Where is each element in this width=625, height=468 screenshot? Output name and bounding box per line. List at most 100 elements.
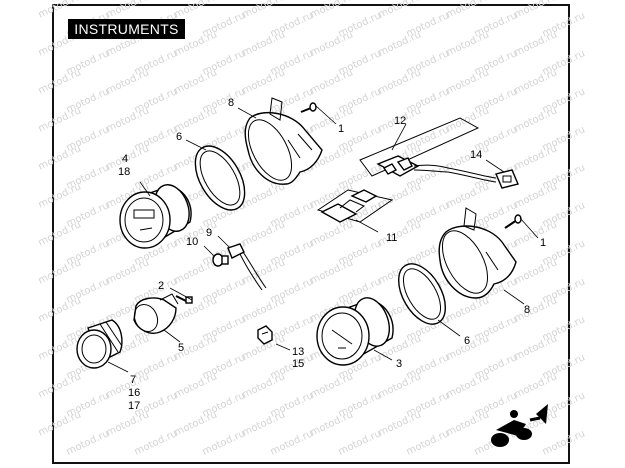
watermark-text: motod.ru <box>173 257 219 286</box>
callout-4: 4 <box>122 153 128 165</box>
part-13-small-clip <box>257 325 273 345</box>
callout-15: 15 <box>292 358 304 370</box>
watermark-text: motod.ru <box>445 67 491 96</box>
part-1-screw-upper <box>300 102 317 113</box>
watermark-text: motod.ru <box>173 67 219 96</box>
callout-12: 12 <box>394 115 406 127</box>
watermark-text: motod.ru <box>377 219 423 248</box>
part-4-speedometer-gauge <box>119 184 192 249</box>
watermark-text: motod.ru <box>445 409 491 438</box>
callout-17: 17 <box>128 400 140 412</box>
watermark-text: motod.ru <box>241 257 287 286</box>
watermark-text: motod.ru <box>37 295 83 324</box>
watermark-text: motod.ru <box>377 29 423 58</box>
watermark-text: motod.ru <box>513 67 559 96</box>
watermark-text: motod.ru <box>513 295 559 324</box>
part-8-gauge-housing-upper <box>244 97 323 185</box>
part-3-tachometer-gauge <box>316 297 394 366</box>
watermark-text: motod.ru <box>65 428 111 457</box>
watermark-text: motod.ru <box>445 181 491 210</box>
watermark-text: motod.ru <box>513 219 559 248</box>
watermark-text: motod.ru <box>37 257 83 286</box>
part-2-screw <box>175 295 193 304</box>
callout-3: 3 <box>396 358 402 370</box>
watermark-text: motod.ru <box>309 0 355 21</box>
part-6-seal-ring-lower <box>397 263 447 325</box>
watermark-text: motod.ru <box>513 29 559 58</box>
callout-10: 10 <box>186 236 198 248</box>
watermark-text: motod.ru <box>241 0 287 21</box>
watermark-text: motod.ru <box>377 409 423 438</box>
callout-7: 7 <box>130 374 136 386</box>
watermark-text: motod.ru <box>37 371 83 400</box>
part-6-seal-ring-upper-inner <box>199 150 241 206</box>
watermark-text: motod.ru <box>377 67 423 96</box>
callout-18: 18 <box>118 166 130 178</box>
watermark-text: motod.ru <box>445 371 491 400</box>
watermark-text: motod.ru <box>241 409 287 438</box>
watermark-text: motod.ru <box>133 428 179 457</box>
watermark-text: motod.ru <box>445 29 491 58</box>
watermark-text: motod.ru <box>241 219 287 248</box>
watermark-text: motod.ru <box>513 0 559 21</box>
watermark-text: motod.ru <box>309 219 355 248</box>
watermark-text: motod.ru <box>445 0 491 21</box>
part-11-connector-clip <box>316 189 394 223</box>
leader-lines <box>107 105 539 373</box>
part-1-screw-lower <box>504 214 522 229</box>
watermark-text: motod.ru <box>173 371 219 400</box>
callout-16: 16 <box>128 387 140 399</box>
watermark-text: motod.ru <box>513 371 559 400</box>
watermark-text: motod.ru <box>405 428 451 457</box>
watermark-layer: motod.ru motod.ru motod.ru motod.ru motod.ru… <box>37 0 587 458</box>
watermark-text: motod.ru <box>173 409 219 438</box>
watermark-text: motod.ru <box>377 0 423 21</box>
callout-6-lower: 6 <box>464 335 470 347</box>
watermark-text: motod.ru <box>445 105 491 134</box>
part-14-plug-connector <box>495 169 519 189</box>
watermark-text: motod.ru <box>105 409 151 438</box>
callout-9: 9 <box>206 227 212 239</box>
watermark-text: motod.ru <box>513 257 559 286</box>
motorcycle-rider-logo-icon <box>491 404 548 447</box>
callout-1-lower: 1 <box>540 237 546 249</box>
watermark-text: motod.ru <box>445 295 491 324</box>
watermark-text: motod.ru <box>105 105 151 134</box>
watermark-text: motod.ru <box>309 29 355 58</box>
watermark-text: motod.ru <box>309 371 355 400</box>
watermark-text: motod.ru <box>37 105 83 134</box>
watermark-text: motod.ru <box>37 219 83 248</box>
watermark-text: motod.ru <box>241 67 287 96</box>
callout-2: 2 <box>158 280 164 292</box>
watermark-text: motod.ru <box>37 0 83 21</box>
watermark-text: motod.ru <box>337 428 383 457</box>
watermark-text: motod.ru <box>241 295 287 324</box>
watermark-text: motod.ru <box>513 181 559 210</box>
watermark-text: motod.ru <box>37 181 83 210</box>
callout-5: 5 <box>178 342 184 354</box>
part-7-indicator-gauge <box>76 319 123 369</box>
watermark-text: motod.ru <box>309 181 355 210</box>
part-9-lamp-socket <box>227 243 267 291</box>
watermark-text: motod.ru <box>309 257 355 286</box>
watermark-text: motod.ru <box>241 29 287 58</box>
part-12-wiring-harness <box>359 117 497 183</box>
watermark-text: motod.ru <box>241 181 287 210</box>
part-5-mounting-bracket <box>133 293 179 334</box>
watermark-text: motod.ru <box>173 295 219 324</box>
callout-14: 14 <box>470 149 482 161</box>
callout-8-upper: 8 <box>228 97 234 109</box>
watermark-text: motod.ru <box>513 143 559 172</box>
callout-1-upper: 1 <box>338 123 344 135</box>
watermark-text: motod.ru <box>105 0 151 21</box>
watermark-text: motod.ru <box>309 67 355 96</box>
part-10-bulb <box>212 253 229 267</box>
watermark-text: motod.ru <box>377 371 423 400</box>
part-6-seal-ring-lower-inner <box>402 268 442 320</box>
watermark-text: motod.ru <box>173 0 219 21</box>
callout-6-upper: 6 <box>176 131 182 143</box>
watermark-text: motod.ru <box>309 409 355 438</box>
callout-8-lower: 8 <box>524 304 530 316</box>
watermark-text: motod.ru <box>37 333 83 362</box>
